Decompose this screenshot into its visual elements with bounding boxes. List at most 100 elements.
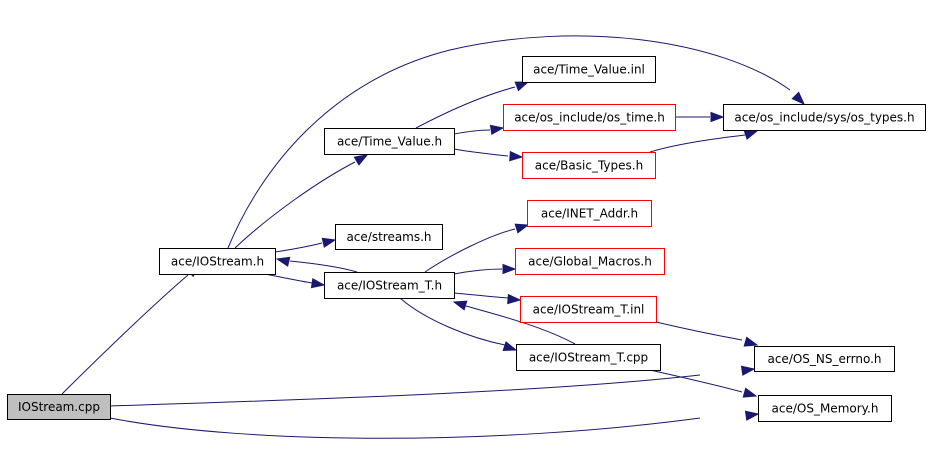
node-iostream-t-inl[interactable]: ace/IOStream_T.inl <box>520 296 657 323</box>
node-box[interactable] <box>159 248 276 275</box>
node-label: ace/IOStream_T.cpp <box>529 351 648 365</box>
node-global-macros-h[interactable]: ace/Global_Macros.h <box>515 248 665 275</box>
arrowhead-icon <box>743 129 759 140</box>
arrowhead-icon <box>710 111 725 123</box>
edge-line <box>649 134 746 153</box>
edge-iostream-t-h-to-iostream-t-inl <box>453 292 522 305</box>
node-box[interactable] <box>503 104 676 131</box>
edge-iostream-t-cpp-to-iostream-t-h <box>452 300 576 345</box>
arrowhead-icon <box>743 336 759 347</box>
edge-iostream-h-to-iostream-t-h <box>264 273 326 289</box>
node-os-memory-h[interactable]: ace/OS_Memory.h <box>758 395 892 422</box>
edge-os-time-h-to-os-types-h <box>675 111 725 123</box>
edge-line <box>399 297 506 346</box>
node-label: ace/Global_Macros.h <box>528 255 652 269</box>
arrowhead-icon <box>509 150 524 162</box>
edge-line <box>227 35 791 249</box>
edge-line <box>61 274 189 395</box>
edge-iostream-t-cpp-to-os-memory-h <box>649 369 758 398</box>
edge-iostream-h-to-time-value-h <box>234 154 369 249</box>
arrowhead-icon <box>321 237 337 248</box>
node-box[interactable] <box>335 224 443 250</box>
edge-iostream-t-h-to-iostream-t-cpp <box>399 297 518 352</box>
arrowhead-icon <box>507 293 522 305</box>
edge-line <box>109 417 701 439</box>
edge-line <box>453 292 509 299</box>
node-label: ace/INET_Addr.h <box>541 207 638 221</box>
edge-time-value-h-to-basic-types-h <box>453 148 524 162</box>
edge-line <box>465 305 576 345</box>
edge-basic-types-h-to-os-types-h <box>649 129 759 153</box>
edge-line <box>289 260 358 273</box>
edge-line <box>453 148 509 157</box>
arrowhead-icon <box>275 256 291 267</box>
node-streams-h[interactable]: ace/streams.h <box>335 224 443 250</box>
edge-iostream-h-to-streams-h <box>274 237 337 253</box>
node-label: IOStream.cpp <box>18 400 100 414</box>
arrowhead-icon <box>502 263 517 275</box>
node-label: ace/OS_Memory.h <box>772 402 879 416</box>
node-time-value-h[interactable]: ace/Time_Value.h <box>324 128 455 155</box>
node-iostream-h[interactable]: ace/IOStream.h <box>159 248 276 275</box>
arrowhead-icon <box>791 91 806 106</box>
node-box[interactable] <box>516 344 661 371</box>
node-time-value-inl[interactable]: ace/Time_Value.inl <box>522 56 656 83</box>
node-label: ace/IOStream.h <box>171 255 264 269</box>
node-iostream-t-cpp[interactable]: ace/IOStream_T.cpp <box>516 344 661 371</box>
arrowhead-icon <box>742 387 758 398</box>
edge-iostream-t-h-to-global-macros-h <box>453 263 517 275</box>
edge-iostream-cpp-to-os-ns-errno-h <box>109 365 756 407</box>
edge-line <box>453 268 503 275</box>
node-box[interactable] <box>527 200 652 227</box>
edge-iostream-cpp-to-os-memory-h <box>109 410 760 439</box>
arrowhead-icon <box>514 223 530 234</box>
node-box[interactable] <box>520 296 657 323</box>
node-label: ace/Basic_Types.h <box>535 159 643 173</box>
node-label: ace/Time_Value.h <box>337 135 442 149</box>
edge-iostream-t-h-to-iostream-h <box>275 256 358 273</box>
edge-time-value-h-to-os-time-h <box>453 124 505 136</box>
edge-time-value-h-to-time-value-inl <box>415 81 530 129</box>
edge-line <box>109 374 701 407</box>
node-box[interactable] <box>758 395 892 422</box>
arrowhead-icon <box>353 154 369 166</box>
node-box[interactable] <box>7 394 111 420</box>
node-box[interactable] <box>515 248 665 275</box>
node-label: ace/IOStream_T.inl <box>533 303 645 317</box>
edge-iostream-cpp-to-iostream-h <box>61 264 201 395</box>
arrowhead-icon <box>514 81 530 92</box>
edge-iostream-t-inl-to-os-ns-errno-h <box>655 321 759 347</box>
node-box[interactable] <box>324 272 455 299</box>
edges-layer <box>61 35 806 439</box>
node-os-ns-errno-h[interactable]: ace/OS_NS_errno.h <box>754 346 895 372</box>
edge-line <box>274 242 323 253</box>
edge-line <box>649 369 743 393</box>
arrowhead-icon <box>502 341 518 352</box>
node-os-time-h[interactable]: ace/os_include/os_time.h <box>503 104 676 131</box>
node-box[interactable] <box>723 104 926 131</box>
node-label: ace/Time_Value.inl <box>533 63 645 77</box>
edge-line <box>264 273 313 284</box>
node-label: ace/IOStream_T.h <box>337 279 442 293</box>
arrowhead-icon <box>740 365 756 376</box>
node-box[interactable] <box>522 152 656 179</box>
edge-iostream-h-to-os-types-h <box>227 35 806 249</box>
node-iostream-cpp[interactable]: IOStream.cpp <box>7 394 111 420</box>
node-label: ace/os_include/os_time.h <box>514 111 665 125</box>
node-inet-addr-h[interactable]: ace/INET_Addr.h <box>527 200 652 227</box>
edge-line <box>655 321 743 341</box>
edge-line <box>453 129 491 135</box>
node-box[interactable] <box>324 128 455 155</box>
node-os-types-h[interactable]: ace/os_include/sys/os_types.h <box>723 104 926 131</box>
edge-line <box>234 161 356 249</box>
arrowhead-icon <box>452 300 468 311</box>
arrowhead-icon <box>744 410 760 421</box>
node-box[interactable] <box>754 346 895 372</box>
node-iostream-t-h[interactable]: ace/IOStream_T.h <box>324 272 455 299</box>
edge-line <box>424 228 516 273</box>
node-basic-types-h[interactable]: ace/Basic_Types.h <box>522 152 656 179</box>
arrowhead-icon <box>489 124 505 136</box>
node-box[interactable] <box>522 56 656 83</box>
node-label: ace/OS_NS_errno.h <box>767 352 881 366</box>
